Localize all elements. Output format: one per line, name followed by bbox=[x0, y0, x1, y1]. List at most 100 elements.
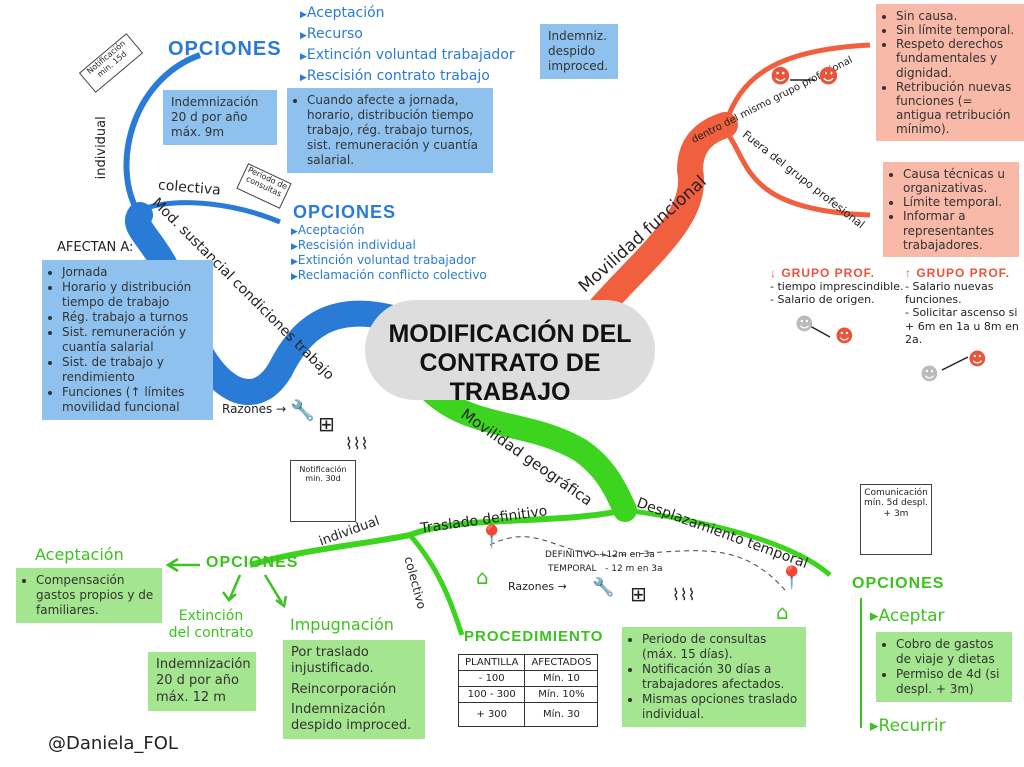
person-icon: ☻ bbox=[770, 64, 791, 88]
option-item: Aceptación bbox=[291, 224, 487, 239]
red-main-branch bbox=[577, 112, 738, 333]
superior-item: - Salario nuevas funciones. bbox=[905, 280, 994, 307]
central-topic: MODIFICACIÓN DEL CONTRATO DE TRABAJO bbox=[365, 300, 655, 406]
afectan-item: Sist. remuneración y cuantía salarial bbox=[62, 325, 205, 355]
person-icon: ☻ bbox=[835, 326, 854, 347]
org-chart-icon: ⊞ bbox=[318, 412, 335, 436]
table-cell: Mín. 10% bbox=[524, 686, 599, 703]
inferior-item: - tiempo imprescindible. bbox=[770, 280, 904, 293]
table-header: AFECTADOS bbox=[524, 654, 599, 671]
fuera-item: Causa técnicas u organizativas. bbox=[903, 167, 1011, 195]
table-header: PLANTILLA bbox=[457, 654, 526, 671]
impugnacion-box: Por traslado injustificado. Reincorporac… bbox=[283, 640, 425, 740]
green-main-branch bbox=[418, 378, 637, 522]
superior-item: - Solicitar ascenso si + 6m en 1a u 8m e… bbox=[905, 306, 1019, 346]
opciones-colectiva-list: Aceptación Rescisión individual Extinció… bbox=[291, 224, 487, 284]
person-icon: ☻ bbox=[818, 64, 839, 88]
indem-despido-box: Indemniz. despido improced. bbox=[540, 24, 618, 79]
dentro-box: Sin causa. Sin límite temporal. Respeto … bbox=[876, 4, 1024, 142]
house-icon: ⌂ bbox=[776, 600, 789, 624]
recurrir-option: ▸Recurrir bbox=[870, 716, 946, 736]
fuera-item: Límite temporal. bbox=[903, 195, 1011, 209]
arrow-down-icon: ↓ bbox=[770, 266, 782, 280]
indemnizacion-text: Indemnización 20 d por año máx. 9m bbox=[171, 95, 259, 139]
afectan-item: Funciones (↑ límites movilidad funcional bbox=[62, 385, 205, 415]
note-text: Cuando afecte a jornada, horario, distri… bbox=[307, 93, 485, 168]
green-desplazamiento-branch bbox=[624, 507, 832, 577]
afectan-item: Jornada bbox=[62, 265, 205, 280]
extincion-text: Indemnización 20 d por año máx. 12 m bbox=[156, 657, 251, 705]
green-colectivo-branch bbox=[408, 533, 465, 636]
central-title-line1: MODIFICACIÓN DEL bbox=[388, 320, 632, 348]
indemnizacion-box: Indemnización 20 d por año máx. 9m bbox=[163, 90, 277, 145]
aceptar-option: ▸Aceptar bbox=[870, 606, 945, 626]
person-gray-icon: ☻ bbox=[920, 364, 939, 385]
aceptacion-box: Compensación gastos propios y de familia… bbox=[16, 568, 162, 623]
impugnacion-line: Por traslado injustificado. bbox=[291, 645, 374, 677]
dentro-item: Sin causa. bbox=[896, 9, 1016, 23]
org-chart-icon: ⊞ bbox=[630, 582, 647, 606]
factory-icon: ⌇⌇⌇ bbox=[345, 434, 369, 453]
aceptar-item: Cobro de gastos de viaje y dietas bbox=[896, 637, 1004, 667]
razones-text: Razones bbox=[222, 402, 273, 416]
fuera-box: Causa técnicas u organizativas. Límite t… bbox=[883, 162, 1019, 257]
house-icon: ⌂ bbox=[476, 565, 489, 589]
razones-text: Razones bbox=[508, 580, 555, 593]
option-item: Aceptación bbox=[300, 4, 515, 25]
wrench-icon: 🔧 bbox=[592, 577, 615, 598]
definitivo-label: DEFINITIVO +12m en 3a bbox=[545, 550, 655, 561]
definitivo-text: DEFINITIVO bbox=[545, 550, 597, 560]
central-title-line2: CONTRATO DE TRABAJO bbox=[419, 349, 601, 406]
table-cell: - 100 bbox=[457, 670, 526, 687]
table-cell: 100 - 300 bbox=[457, 686, 526, 703]
impugnacion-line: Reincorporación bbox=[291, 681, 397, 697]
envelope-icon: Notificación min. 30d bbox=[290, 460, 356, 522]
afectan-item: Rég. trabajo a turnos bbox=[62, 310, 205, 325]
aceptacion-title: Aceptación bbox=[35, 545, 124, 564]
temporal-value: - 12 m en 3a bbox=[605, 564, 663, 574]
option-item: Rescisión contrato trabajo bbox=[300, 67, 515, 88]
blue-individual-branch bbox=[123, 52, 202, 217]
option-item: Rescisión individual bbox=[291, 239, 487, 254]
location-pin-icon: 📍 bbox=[778, 566, 806, 591]
option-item: Reclamación conflicto colectivo bbox=[291, 269, 487, 284]
title-text: GRUPO PROF. bbox=[916, 266, 1011, 280]
option-item: Extinción voluntad trabajador bbox=[300, 46, 515, 67]
opciones-traslado-title: OPCIONES bbox=[206, 554, 299, 571]
afectan-item: Horario y distribución tiempo de trabajo bbox=[62, 280, 205, 310]
author-credit: @Daniela_FOL bbox=[48, 733, 178, 754]
grupo-superior-title: ↑ GRUPO PROF. bbox=[905, 266, 1020, 280]
opciones-individual-title: OPCIONES bbox=[168, 38, 282, 60]
wrench-icon: 🔧 bbox=[290, 398, 315, 422]
afectan-box: Jornada Horario y distribución tiempo de… bbox=[42, 260, 213, 420]
option-item: Recurso bbox=[300, 25, 515, 46]
aceptar-text: Aceptar bbox=[878, 606, 945, 626]
aceptar-box: Cobro de gastos de viaje y dietas Permis… bbox=[876, 632, 1012, 702]
extincion-box: Indemnización 20 d por año máx. 12 m bbox=[148, 652, 256, 711]
opciones-desplazamiento-title: OPCIONES bbox=[852, 575, 945, 592]
colectivo-item: Periodo de consultas (máx. 15 días). bbox=[642, 632, 798, 662]
temporal-text: TEMPORAL bbox=[548, 564, 597, 574]
location-pin-icon: 📍 bbox=[478, 525, 506, 550]
factory-icon: ⌇⌇⌇ bbox=[672, 585, 696, 604]
red-fuera-branch bbox=[723, 128, 871, 218]
red-dentro-branch bbox=[722, 42, 871, 126]
dentro-item: Respeto derechos fundamentales y dignida… bbox=[896, 37, 1016, 79]
indem-despido-text: Indemniz. despido improced. bbox=[548, 29, 609, 73]
fuera-item: Informar a representantes trabajadores. bbox=[903, 209, 1011, 251]
procedimiento-title: PROCEDIMIENTO bbox=[464, 628, 604, 645]
inferior-item: - Salario de origen. bbox=[770, 293, 875, 307]
extincion-title: Extinción del contrato bbox=[168, 608, 254, 641]
person-icon: ☻ bbox=[968, 349, 987, 370]
arrow-up-icon: ↑ bbox=[905, 266, 917, 280]
afectan-title: AFECTAN A: bbox=[57, 240, 134, 255]
blue-colectiva-branch bbox=[139, 200, 281, 225]
aceptar-item: Permiso de 4d (si despl. + 3m) bbox=[896, 667, 1004, 697]
table-cell: Mín. 10 bbox=[524, 670, 599, 687]
definitivo-value: +12m en 3a bbox=[598, 550, 655, 560]
dentro-item: Sin límite temporal. bbox=[896, 23, 1016, 37]
